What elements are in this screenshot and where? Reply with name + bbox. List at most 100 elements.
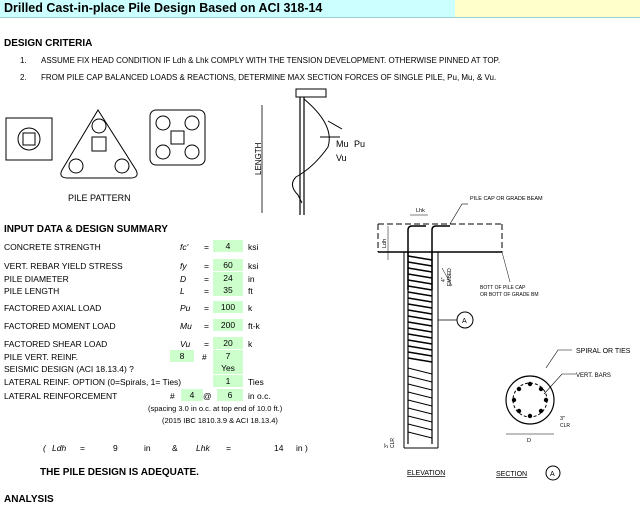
- dev-paren-open: (: [43, 443, 46, 453]
- input-unit-moment: ft-k: [248, 321, 260, 331]
- pattern-four-pile: [155, 115, 171, 131]
- input-axial-load[interactable]: 100: [213, 301, 243, 313]
- hook-bar: [407, 225, 426, 290]
- input-label-moment: FACTORED MOMENT LOAD: [4, 321, 116, 331]
- vert-bar: [527, 381, 533, 387]
- input-heading: INPUT DATA & DESIGN SUMMARY: [4, 224, 168, 235]
- pu-label: Pu: [354, 139, 365, 149]
- length-label: LENGTH: [254, 142, 263, 175]
- input-sym-moment: Mu: [180, 321, 192, 331]
- vu-label: Vu: [336, 153, 347, 163]
- criteria-num-1: 1.: [20, 56, 27, 65]
- clr-value: 3": [384, 443, 390, 448]
- code-note: (2015 IBC 1810.3.9 & ACI 18.13.4): [162, 416, 278, 425]
- vert-bar: [516, 386, 522, 392]
- input-label-shear: FACTORED SHEAR LOAD: [4, 339, 108, 349]
- input-concrete-strength[interactable]: 4: [213, 240, 243, 252]
- input-moment-load[interactable]: 200: [213, 319, 243, 331]
- bott-label-1: BOTT OF PILE CAP: [480, 285, 526, 291]
- lhk-dim-label: Lhk: [416, 208, 425, 214]
- lateral-option-label: LATERAL REINF. OPTION (0=Spirals, 1= Tie…: [4, 377, 182, 387]
- input-pile-length[interactable]: 35: [213, 284, 243, 296]
- pattern-triangle-pile: [114, 158, 130, 174]
- seismic-input[interactable]: Yes: [213, 362, 243, 374]
- lateral-reinf-label: LATERAL REINFORCEMENT: [4, 391, 118, 401]
- lateral-reinf-spacing-input[interactable]: 6: [217, 389, 243, 401]
- lhk-unit: in ): [296, 443, 308, 453]
- lhk-eq: =: [226, 443, 231, 453]
- spiral-label: SPIRAL OR TIES: [576, 348, 631, 355]
- analysis-heading: ANALYSIS: [4, 494, 54, 505]
- bott-label-2: OR BOTT OF GRADE BM: [480, 292, 539, 298]
- pile-cap-label: PILE CAP OR GRADE BEAM: [470, 196, 543, 202]
- vert-bar: [516, 408, 522, 414]
- vert-bar: [527, 413, 533, 419]
- section-clr-label: CLR: [560, 423, 570, 429]
- input-label-diameter: PILE DIAMETER: [4, 274, 69, 284]
- input-unit-concrete: ksi: [248, 242, 259, 252]
- ties-lower: [407, 367, 433, 439]
- design-result: THE PILE DESIGN IS ADEQUATE.: [40, 467, 199, 478]
- lateral-reinf-at: @: [203, 391, 212, 401]
- input-unit-axial: k: [248, 303, 253, 313]
- input-unit-diameter: in: [248, 274, 255, 284]
- vert-reinf-size-input[interactable]: 7: [213, 350, 243, 362]
- pattern-four-pile: [184, 115, 200, 131]
- input-sym-rebar-yield: fy: [180, 261, 187, 271]
- vert-reinf-hash: #: [202, 352, 207, 362]
- pattern-single-pile: [17, 127, 41, 151]
- ldh-value: 9: [113, 443, 118, 453]
- pattern-four-column: [170, 130, 185, 145]
- input-eq: =: [204, 274, 209, 284]
- lhk-value: 14: [274, 443, 284, 453]
- input-label-length: PILE LENGTH: [4, 286, 60, 296]
- ldh-unit: in: [144, 443, 151, 453]
- input-unit-shear: k: [248, 339, 253, 349]
- vert-reinf-count-input[interactable]: 8: [170, 350, 194, 362]
- pile-force-diagram: LENGTH Mu Pu Vu: [254, 88, 365, 215]
- criteria-text-2: FROM PILE CAP BALANCED LOADS & REACTIONS…: [41, 73, 497, 82]
- ldh-symbol: Ldh: [52, 443, 67, 453]
- vert-reinf-label: PILE VERT. REINF.: [4, 352, 79, 362]
- input-eq: =: [204, 339, 209, 349]
- pattern-triangle-cap: [60, 109, 138, 179]
- section-label: SECTION: [496, 471, 527, 478]
- hook-bar: [431, 225, 450, 290]
- input-pile-diameter[interactable]: 24: [213, 272, 243, 284]
- pile-pattern-diagram: [5, 109, 206, 179]
- mu-label: Mu: [336, 139, 349, 149]
- section-mark-circle: [545, 465, 561, 481]
- input-sym-length: L: [180, 286, 185, 296]
- criteria-text-1: ASSUME FIX HEAD CONDITION IF Ldh & Lhk C…: [41, 56, 501, 65]
- vert-bars-label: VERT. BARS: [576, 373, 611, 379]
- input-eq: =: [204, 321, 209, 331]
- elevation-section-diagram: PILE CAP OR GRADE BEAM Lhk Ldh EMBED 4" …: [377, 196, 631, 481]
- section-d-label: D: [527, 438, 531, 444]
- lateral-reinf-size-input[interactable]: 4: [181, 389, 203, 401]
- ldh-eq: =: [80, 443, 85, 453]
- input-eq: =: [204, 303, 209, 313]
- section-outline: [505, 375, 555, 425]
- embed-value: 4": [441, 277, 447, 282]
- spacing-note: (spacing 3.0 in o.c. at top end of 10.0 …: [148, 404, 283, 413]
- clr-label: CLR: [390, 438, 396, 448]
- pattern-four-pile: [184, 144, 200, 160]
- input-eq: =: [204, 261, 209, 271]
- vert-bar: [511, 397, 517, 403]
- input-eq: =: [204, 242, 209, 252]
- input-sym-axial: Pu: [180, 303, 191, 313]
- input-sym-concrete: fc': [180, 242, 189, 252]
- lateral-reinf-unit: in o.c.: [248, 391, 271, 401]
- title-bar-highlight: [455, 0, 640, 17]
- embed-label: EMBED: [447, 268, 453, 286]
- pattern-single-cap: [5, 117, 53, 161]
- vert-bar: [538, 408, 544, 414]
- dev-amp: &: [172, 443, 178, 453]
- input-shear-load[interactable]: 20: [213, 337, 243, 349]
- seismic-label: SEISMIC DESIGN (ACI 18.13.4) ?: [4, 364, 134, 374]
- lateral-option-unit: Ties: [248, 377, 264, 387]
- section-mark: A: [550, 471, 555, 478]
- input-rebar-yield[interactable]: 60: [213, 259, 243, 271]
- ldh-dim-label: Ldh: [382, 239, 388, 248]
- lateral-option-input[interactable]: 1: [213, 375, 243, 387]
